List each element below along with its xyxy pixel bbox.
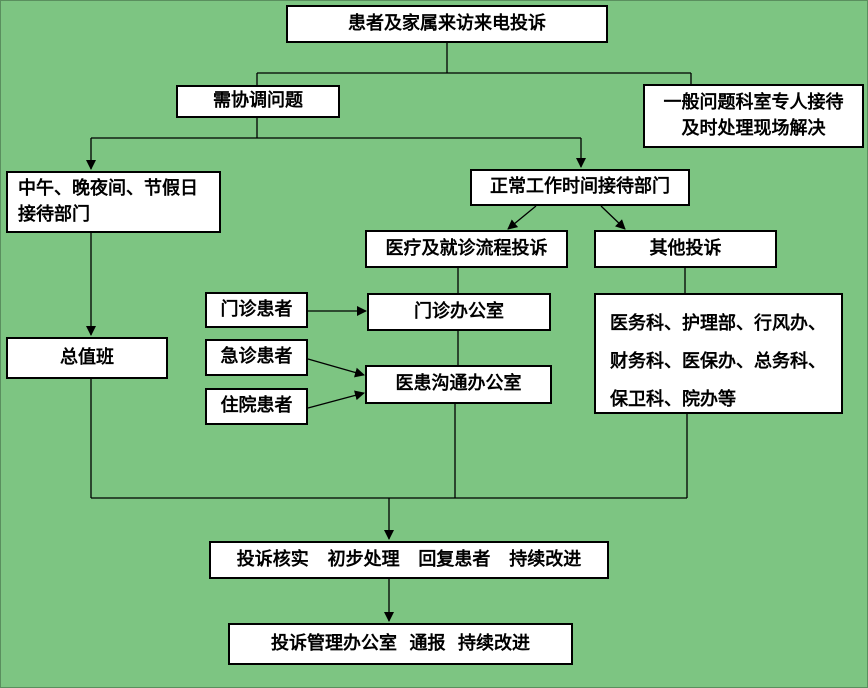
- node-verification-steps: 投诉核实 初步处理 回复患者 持续改进: [209, 541, 609, 579]
- node-working-hours-reception: 正常工作时间接待部门: [470, 169, 690, 206]
- node-emergency-patient: 急诊患者: [205, 339, 308, 376]
- arrow-to-medical-process: [507, 205, 537, 230]
- node-management-office: 投诉管理办公室 通报 持续改进: [228, 623, 573, 665]
- arrow-inpatient: [307, 390, 365, 409]
- node-other-departments: 医务科、护理部、行风办、 财务科、医保办、总务科、 保卫科、院办等: [594, 293, 843, 414]
- node-medical-process-complaint: 医疗及就诊流程投诉: [365, 230, 568, 268]
- arrow-to-other-complaint: [600, 205, 626, 230]
- node-outpatient-patient: 门诊患者: [205, 292, 308, 328]
- node-outpatient-office: 门诊办公室: [367, 293, 551, 331]
- node-off-hours-reception: 中午、晚夜间、节假日 接待部门: [6, 171, 221, 233]
- node-general-issue: 一般问题科室专人接待 及时处理现场解决: [643, 84, 864, 148]
- arrow-emergency: [307, 358, 365, 378]
- node-coordination-needed: 需协调问题: [176, 85, 340, 118]
- node-other-complaint: 其他投诉: [594, 230, 777, 268]
- node-inpatient-patient: 住院患者: [205, 388, 308, 425]
- node-doctor-patient-office: 医患沟通办公室: [365, 365, 552, 404]
- node-on-duty: 总值班: [6, 337, 168, 379]
- node-complaint-source: 患者及家属来访来电投诉: [286, 5, 608, 43]
